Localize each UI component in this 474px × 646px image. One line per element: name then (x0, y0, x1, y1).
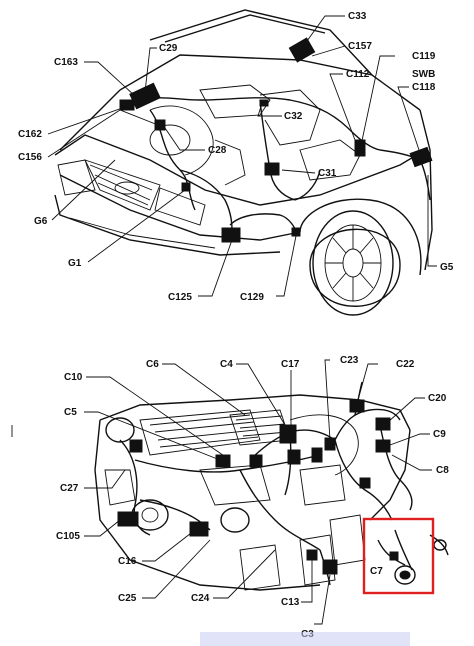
top-leader-lines (47, 15, 437, 297)
label-c129: C129 (240, 292, 264, 303)
label-c16: C16 (118, 556, 137, 567)
label-c6: C6 (146, 359, 159, 370)
label-g1: G1 (68, 258, 82, 269)
label-c32: C32 (284, 111, 303, 122)
label-c118: C118 (412, 82, 436, 93)
label-c7: C7 (370, 566, 383, 577)
label-g6: G6 (34, 216, 48, 227)
label-c22: C22 (396, 359, 415, 370)
label-c31: C31 (318, 168, 337, 179)
label-c33: C33 (348, 11, 367, 22)
label-c20: C20 (428, 393, 447, 404)
label-c105: C105 (56, 531, 80, 542)
label-c4: C4 (220, 359, 233, 370)
label-c10: C10 (64, 372, 83, 383)
label-g5: G5 (440, 262, 454, 273)
label-c162: C162 (18, 129, 42, 140)
watermark (200, 632, 410, 646)
bottom-leader-lines (84, 359, 432, 625)
bottom-connectors (117, 399, 391, 575)
label-c8: C8 (436, 465, 449, 476)
car-front-illustration (54, 9, 433, 316)
label-c27: C27 (60, 483, 79, 494)
engine-illustration (94, 394, 411, 591)
label-c125: C125 (168, 292, 192, 303)
top-labels: C33 C157 C29 C163 C119 C112 SWB C118 C32… (18, 11, 454, 303)
label-c163: C163 (54, 57, 78, 68)
label-c5: C5 (64, 407, 77, 418)
label-c25: C25 (118, 593, 137, 604)
label-c29: C29 (159, 43, 178, 54)
c7-highlight-box (362, 517, 435, 595)
bottom-labels: C6 C4 C17 C23 C22 C10 C20 C5 C9 C27 C8 C… (56, 355, 449, 640)
label-c157: C157 (348, 41, 372, 52)
top-connectors (119, 37, 433, 243)
label-c17: C17 (281, 359, 300, 370)
label-swb: SWB (412, 69, 435, 80)
label-c112: C112 (346, 69, 370, 80)
label-c24: C24 (191, 593, 210, 604)
c7-detail (377, 529, 449, 585)
label-c23: C23 (340, 355, 359, 366)
label-c156: C156 (18, 152, 42, 163)
label-c119: C119 (412, 51, 436, 62)
label-c13: C13 (281, 597, 300, 608)
label-c9: C9 (433, 429, 446, 440)
label-c28: C28 (208, 145, 227, 156)
